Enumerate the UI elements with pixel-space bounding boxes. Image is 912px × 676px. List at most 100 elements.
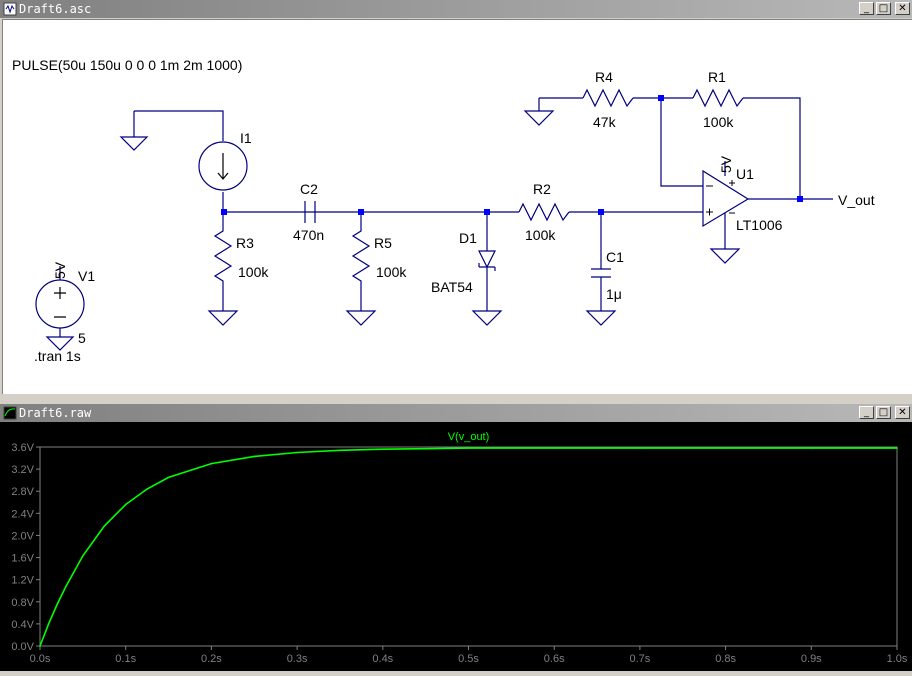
net-label-vout[interactable]: V_out [838,192,875,208]
y-tick-label: 0.8V [11,597,34,609]
data-point [39,645,41,647]
data-point [553,447,555,449]
y-tick-label: 3.2V [11,464,34,476]
resistor-r4[interactable] [582,88,634,108]
data-point [339,449,341,452]
close-button[interactable]: ✕ [895,2,910,15]
data-point [103,525,106,527]
r1-ref: R1 [708,69,726,85]
ground-symbol [345,310,377,326]
restore-button[interactable]: □ [876,406,891,419]
d1-value: BAT54 [431,279,473,295]
capacitor-c1[interactable] [591,212,611,311]
restore-button[interactable]: □ [876,2,891,15]
x-tick-label: 0.1s [115,653,136,665]
pulse-directive[interactable]: PULSE(50u 150u 0 0 0 1m 2m 1000) [12,57,242,73]
opamp-supply-signs [729,180,735,214]
y-tick-label: 0.4V [11,619,34,631]
y-tick-label: 3.6V [11,442,34,454]
ground-symbol [523,110,555,126]
capacitor-c2[interactable] [304,201,316,223]
data-point [639,447,641,449]
junction-dot [221,209,227,215]
data-point [167,476,170,479]
wire [133,110,224,141]
x-tick-label: 0.5s [458,653,479,665]
x-tick-label: 0.9s [801,653,822,665]
data-point [296,451,298,454]
data-point [253,455,256,458]
minimize-button[interactable]: _ [859,406,874,419]
data-point [210,462,213,465]
y-tick-label: 1.6V [11,553,34,565]
resistor-r1[interactable] [692,88,744,108]
junction-dot [797,196,803,202]
waveform-document-icon [3,406,17,420]
data-point [47,623,50,625]
y-tick-label: 2.4V [11,508,34,520]
waveform-titlebar[interactable]: Draft6.raw _ □ ✕ [0,404,912,422]
plus-minus-icon [54,287,66,318]
x-tick-label: 0.8s [715,653,736,665]
r5-ref: R5 [374,235,392,251]
diode-d1[interactable] [478,212,496,311]
schematic-titlebar[interactable]: Draft6.asc _ □ ✕ [0,0,912,18]
v1-ref: V1 [78,268,95,284]
data-point [124,503,127,506]
data-point [810,447,813,449]
x-tick-label: 0.3s [287,653,308,665]
schematic-window: Draft6.asc _ □ ✕ [0,0,912,396]
wire [743,97,833,200]
waveform-window: Draft6.raw _ □ ✕ 0.0V 0.4V 0.8V 1.2V 1.6V 2.0… [0,404,912,671]
data-point [467,447,470,449]
y-tick-label: 0.0V [11,641,34,653]
ground-symbol [45,336,75,351]
y-tick-label: 2.8V [11,486,34,498]
ground-symbol [585,310,617,326]
x-tick-label: 0.6s [544,653,565,665]
x-tick-label: 0.4s [372,653,393,665]
minimize-button[interactable]: _ [859,2,874,15]
c2-ref: C2 [300,181,318,197]
r1-value: 100k [703,114,734,130]
x-tick-label: 0.7s [630,653,651,665]
u1-value: LT1006 [736,217,783,233]
data-point [56,603,58,606]
y-tick-label: 2.0V [11,530,34,542]
schematic-drawing: PULSE(50u 150u 0 0 0 1m 2m 1000) .tran 1… [12,57,875,364]
opamp-input-signs [706,185,713,216]
data-point [64,586,67,588]
schematic-canvas[interactable]: PULSE(50u 150u 0 0 0 1m 2m 1000) .tran 1… [2,19,912,394]
c1-ref: C1 [606,249,624,265]
d1-ref: D1 [459,230,477,246]
data-point [896,447,898,449]
tran-directive[interactable]: .tran 1s [34,348,81,364]
x-tick-label: 0.0s [30,653,51,665]
resistor-r2[interactable] [518,202,570,222]
close-button[interactable]: ✕ [895,406,910,419]
r2-value: 100k [525,227,556,243]
resistor-r5[interactable] [351,212,371,311]
data-point [82,555,84,557]
trace-label[interactable]: V(v_out) [448,431,490,443]
i1-ref: I1 [240,130,252,146]
waveform-plot-area[interactable]: 0.0V 0.4V 0.8V 1.2V 1.6V 2.0V 2.4V 2.8V 3.2V 3.6V… [0,422,912,671]
ground-symbol [207,310,239,326]
waveform-window-title: Draft6.raw [19,406,92,420]
v1-value: 5V [52,261,68,279]
junction-dot [598,209,604,215]
r4-value: 47k [593,114,617,130]
u1-supply-label: 5V [718,155,734,173]
waveform-chart[interactable]: 0.0V 0.4V 0.8V 1.2V 1.6V 2.0V 2.4V 2.8V 3.2V 3.6V… [0,422,912,671]
y-tick-label: 1.2V [11,575,34,587]
data-point [382,448,384,451]
wire [660,98,703,187]
resistor-r3[interactable] [213,212,233,311]
r4-ref: R4 [595,69,613,85]
current-source-i1[interactable] [198,141,248,191]
junction-dot [658,95,664,101]
opamp-u1[interactable] [702,169,750,228]
junction-dot [484,209,490,215]
data-point [146,488,148,490]
r3-value: 100k [238,264,269,280]
